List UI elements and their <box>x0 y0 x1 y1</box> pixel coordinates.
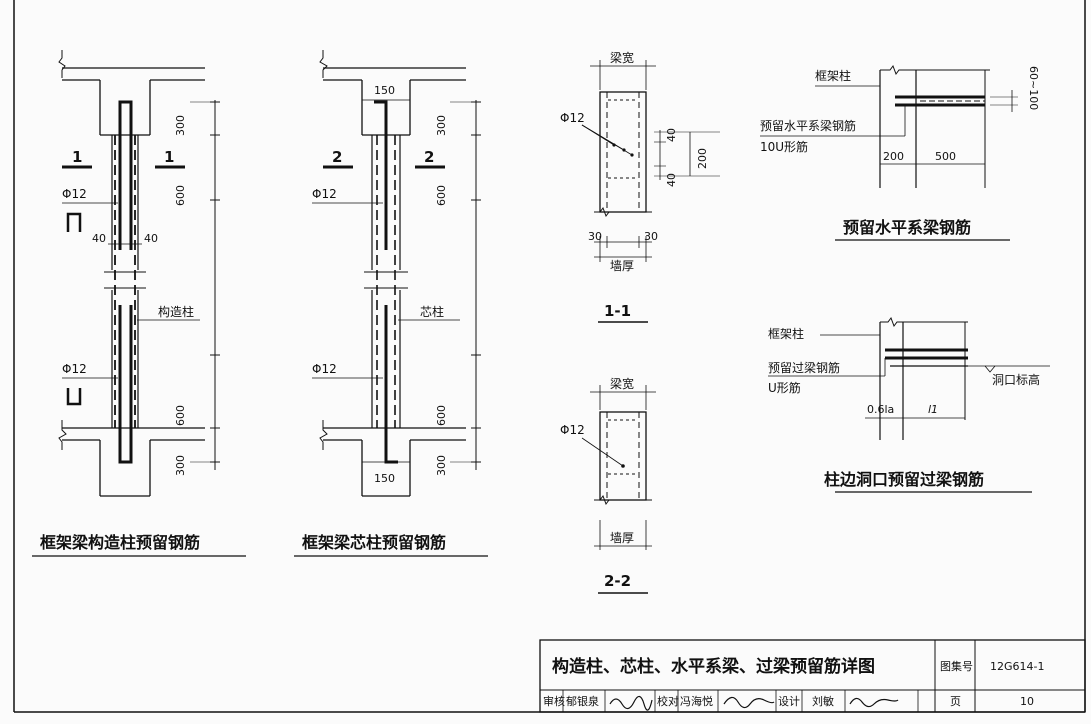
section-2-2 <box>581 385 656 594</box>
d1-dim-top: 300 <box>174 115 187 136</box>
section-1-1 <box>581 60 720 323</box>
s11-bottom-label: 墙厚 <box>610 259 634 273</box>
d2-dim-top: 300 <box>435 115 448 136</box>
d1-section-mark-right: 1 <box>164 148 174 166</box>
s11-name: 1-1 <box>604 302 631 320</box>
d1-bar-label-lower: Φ12 <box>62 362 87 376</box>
hb-bar-label: 预留水平系梁钢筋 <box>760 118 856 133</box>
d2-section-mark-right: 2 <box>424 148 434 166</box>
d2-dim-top-width: 150 <box>374 84 395 97</box>
lt-u-label: U形筋 <box>768 380 801 395</box>
s22-name: 2-2 <box>604 572 631 590</box>
tb-page-label: 页 <box>950 695 961 708</box>
d1-cover-right: 40 <box>144 232 158 245</box>
s11-dim-b: 200 <box>696 148 709 169</box>
s22-top-label: 梁宽 <box>610 376 634 391</box>
d2-dim-bot1: 600 <box>435 405 448 426</box>
s11-dim-a: 40 <box>665 128 678 142</box>
hb-frame-column: 框架柱 <box>815 68 851 83</box>
tb-page-no: 10 <box>1020 695 1034 708</box>
s11-top-label: 梁宽 <box>610 50 634 65</box>
d2-column-label: 芯柱 <box>420 304 444 319</box>
hb-dim-500: 500 <box>935 150 956 163</box>
tb-checker: 冯海悦 <box>680 694 713 708</box>
hb-dim-200: 200 <box>883 150 904 163</box>
d1-dim-mid: 600 <box>174 185 187 206</box>
d2-dim-bot-width: 150 <box>374 472 395 485</box>
tb-designer: 刘敏 <box>812 694 834 708</box>
d2-bar-label-upper: Φ12 <box>312 187 337 201</box>
d1-dim-bot1: 600 <box>174 405 187 426</box>
tb-atlas-no: 12G614-1 <box>990 660 1044 673</box>
lintel-detail <box>768 316 1050 493</box>
d2-bar-label-lower: Φ12 <box>312 362 337 376</box>
d2-dim-bot2: 300 <box>435 455 448 476</box>
s22-bottom-label: 墙厚 <box>610 531 634 545</box>
lt-dim-length: l1 <box>928 403 938 416</box>
tb-atlas-label: 图集号 <box>940 659 973 673</box>
hb-dim-spacing: 60~100 <box>1027 66 1040 110</box>
diagram-1-construction-column <box>58 50 220 497</box>
s11-cover-left: 30 <box>588 230 602 243</box>
tb-drawing-title: 构造柱、芯柱、水平系梁、过梁预留筋详图 <box>552 656 875 677</box>
tb-check-label: 校对 <box>657 694 679 708</box>
lt-dim-anchor: 0.6la <box>867 403 894 416</box>
diagram-2-core-column <box>312 50 481 497</box>
hb-title: 预留水平系梁钢筋 <box>843 218 971 237</box>
horizontal-beam-detail <box>760 64 1018 241</box>
s11-bar-label: Φ12 <box>560 111 585 125</box>
lt-bar-label: 预留过梁钢筋 <box>768 360 840 375</box>
d2-dim-mid: 600 <box>435 185 448 206</box>
d1-cover-left: 40 <box>92 232 106 245</box>
lt-title: 柱边洞口预留过梁钢筋 <box>824 470 984 489</box>
tb-reviewer: 郁银泉 <box>566 694 599 708</box>
tb-review-label: 审核 <box>543 694 565 708</box>
d1-column-label: 构造柱 <box>158 304 194 319</box>
s11-dim-c: 40 <box>665 173 678 187</box>
lt-frame-column: 框架柱 <box>768 326 804 341</box>
d2-section-mark-left: 2 <box>332 148 342 166</box>
d1-bar-label-upper: Φ12 <box>62 187 87 201</box>
hb-u-label: 10U形筋 <box>760 139 808 154</box>
title-block <box>539 639 1086 713</box>
tb-design-label: 设计 <box>778 695 800 708</box>
s22-bar-label: Φ12 <box>560 423 585 437</box>
d2-title: 框架梁芯柱预留钢筋 <box>302 533 446 552</box>
d1-section-mark-left: 1 <box>72 148 82 166</box>
d1-dim-bot2: 300 <box>174 455 187 476</box>
s11-cover-right: 30 <box>644 230 658 243</box>
d1-title: 框架梁构造柱预留钢筋 <box>40 533 200 552</box>
lt-opening-level: 洞口标高 <box>992 372 1040 387</box>
